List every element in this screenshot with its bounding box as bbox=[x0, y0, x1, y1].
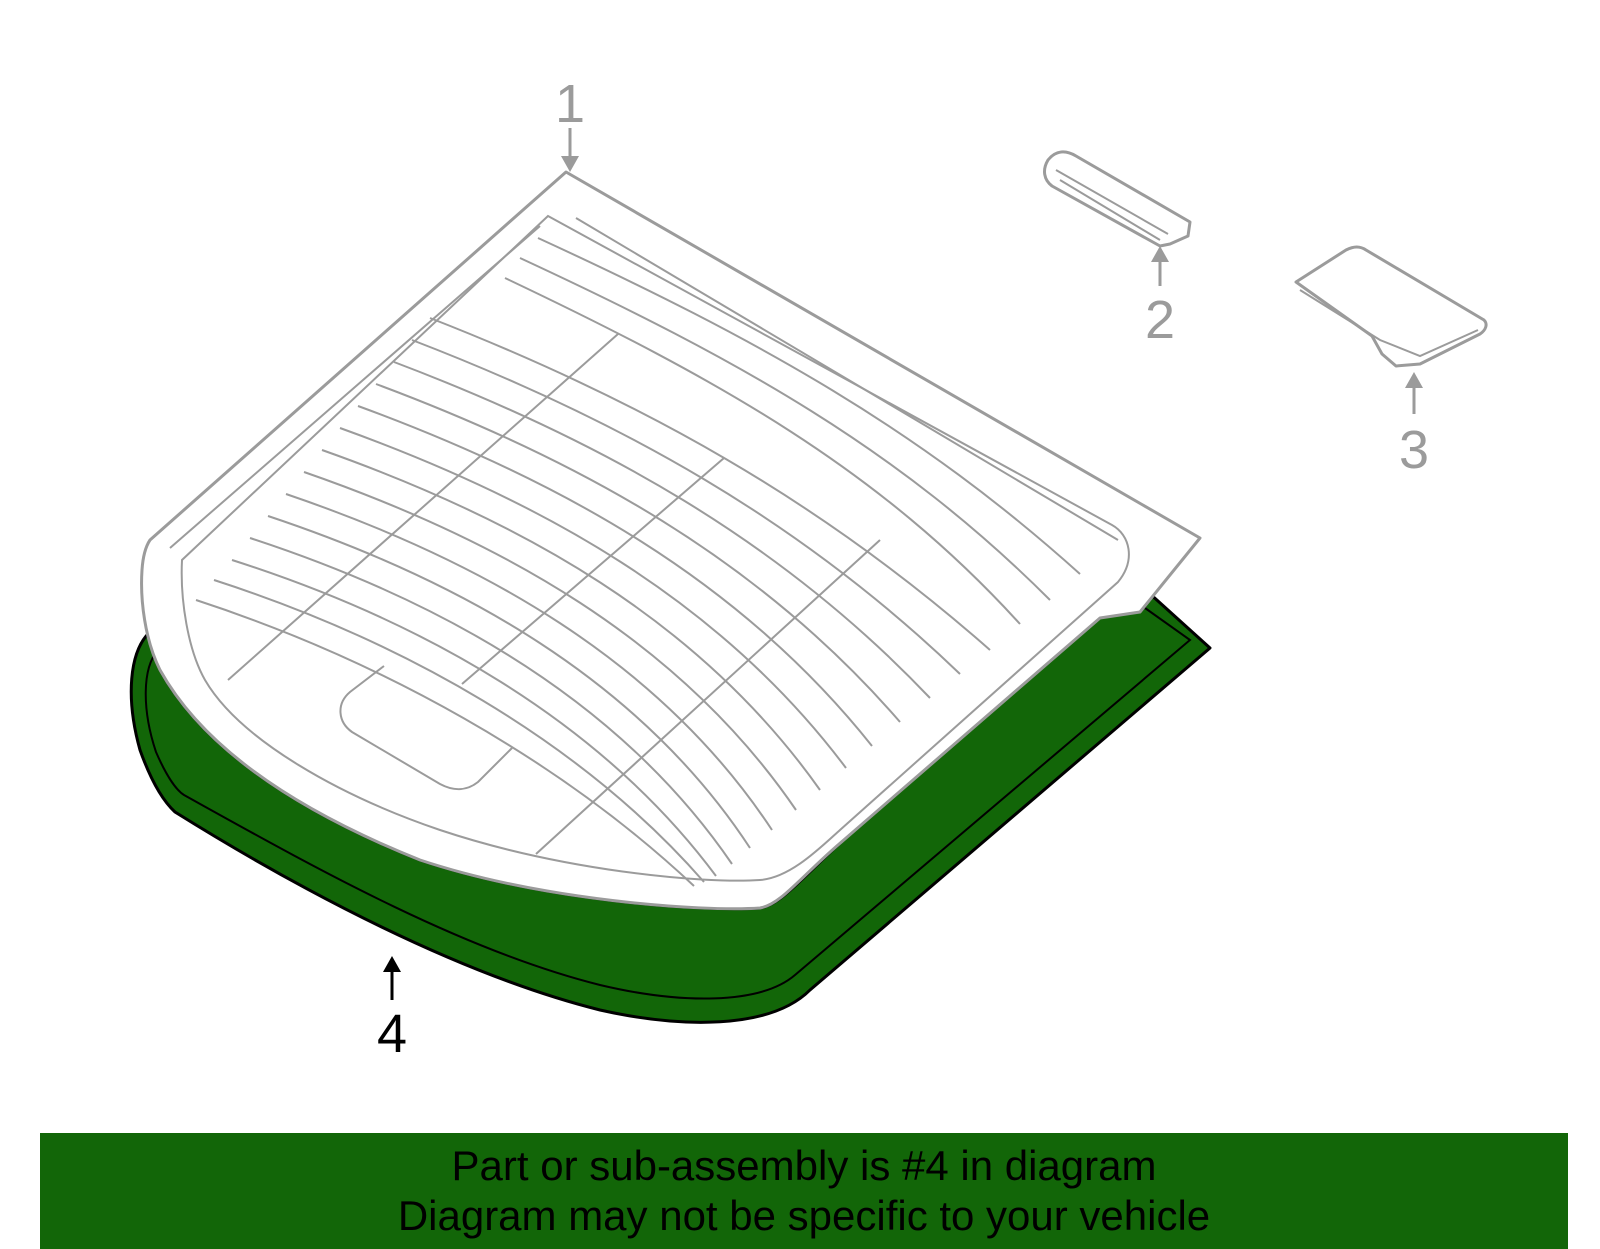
callout-3-label: 3 bbox=[1399, 420, 1429, 480]
part-2-edge-line bbox=[1055, 169, 1169, 241]
callout-1-arrow-icon bbox=[561, 156, 579, 172]
part-1-grid-lines bbox=[227, 333, 881, 855]
callout-2-label: 2 bbox=[1145, 290, 1175, 350]
part-3-edge-line bbox=[1299, 289, 1479, 358]
callout-2: 2 bbox=[1145, 246, 1175, 350]
part-3-cover[interactable] bbox=[1294, 245, 1488, 368]
part-3-outline bbox=[1294, 245, 1488, 368]
part-1-inner-outline-2 bbox=[169, 217, 1119, 549]
part-4-inner-edge bbox=[144, 607, 1192, 1000]
part-1-glass-panel[interactable] bbox=[140, 170, 1202, 911]
banner-line-2: Diagram may not be specific to your vehi… bbox=[397, 1192, 1211, 1239]
callout-2-arrow-icon bbox=[1151, 246, 1169, 262]
info-banner: Part or sub-assembly is #4 in diagram Di… bbox=[40, 1133, 1568, 1249]
banner-line-1: Part or sub-assembly is #4 in diagram bbox=[451, 1142, 1157, 1189]
part-2-outline bbox=[1043, 150, 1192, 248]
callout-1-label: 1 bbox=[555, 74, 585, 134]
callout-3-arrow-icon bbox=[1405, 372, 1423, 388]
callout-4: 4 bbox=[377, 956, 407, 1064]
callout-3: 3 bbox=[1399, 372, 1429, 480]
part-1-inner-outline bbox=[180, 214, 1130, 882]
part-1-handle-recess bbox=[339, 665, 513, 790]
callout-1: 1 bbox=[555, 74, 585, 172]
part-1-defroster-lines bbox=[195, 237, 1081, 887]
callout-4-label: 4 bbox=[377, 1004, 407, 1064]
part-2-bracket[interactable] bbox=[1043, 150, 1192, 248]
part-1-outer-outline bbox=[140, 170, 1202, 911]
callout-4-arrow-icon bbox=[383, 956, 401, 972]
